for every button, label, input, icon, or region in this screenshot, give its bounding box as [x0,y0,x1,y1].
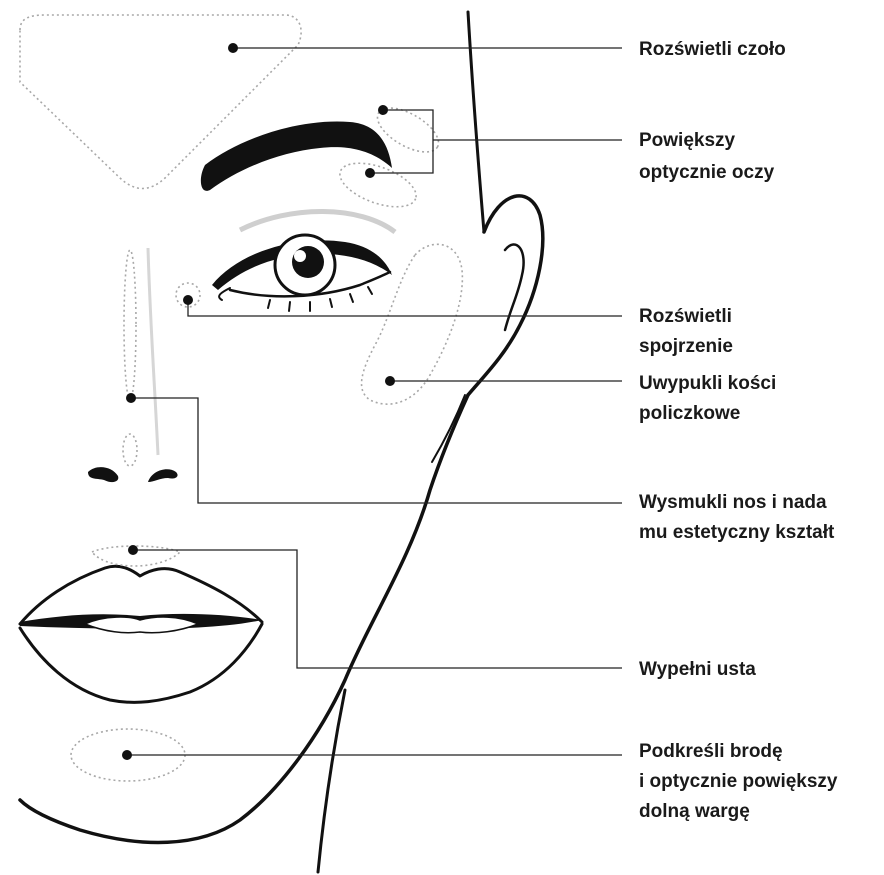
dot-lips [128,545,138,555]
upper-lip [20,566,262,624]
nostril-left [88,467,118,482]
nose-line-zone [124,250,136,400]
nose-tip-zone [123,434,137,466]
label-forehead: Rozświetli czoło [639,39,786,60]
label-gaze-line2: spojrzenie [639,336,733,357]
dot-chin [122,750,132,760]
leader-gaze [188,300,622,316]
dot-gaze [183,295,193,305]
dot-nose [126,393,136,403]
dot-cheek [385,376,395,386]
pupil [292,246,324,278]
eye-highlight [294,250,306,262]
label-nose-line2: mu estetyczny kształt [639,522,835,543]
lid-zone [334,154,421,215]
label-nose-line1: Wysmukli nos i nada [639,492,827,513]
label-chin-line2: i optycznie powiększy [639,771,838,792]
label-cheek-line1: Uwypukli kości [639,373,776,394]
cheek-inner-line [432,395,465,462]
eye-crease [240,211,395,232]
dot-forehead [228,43,238,53]
cheekbone-zone [362,244,463,404]
inner-eye-corner [219,288,230,300]
label-eyes-line2: optycznie oczy [639,162,775,183]
label-lips: Wypełni usta [639,659,756,680]
ear [468,196,543,395]
dot-brow [378,105,388,115]
leader-eyes-bracket [370,110,622,173]
lower-lip [20,624,262,702]
label-chin-line3: dolną wargę [639,801,750,822]
leader-nose [131,398,622,503]
label-eyes-line1: Powiększy [639,130,736,151]
label-chin-line1: Podkreśli brodę [639,741,783,762]
label-gaze-line1: Rozświetli [639,306,732,327]
teeth [85,617,198,633]
eyebrow [201,121,392,190]
label-cheek-line2: policzkowe [639,403,740,424]
ear-inner [505,244,524,330]
head-contour [468,12,484,232]
dot-lid [365,168,375,178]
nostril-right [148,469,178,482]
nose-bridge [148,248,158,455]
neck-line [318,690,345,872]
